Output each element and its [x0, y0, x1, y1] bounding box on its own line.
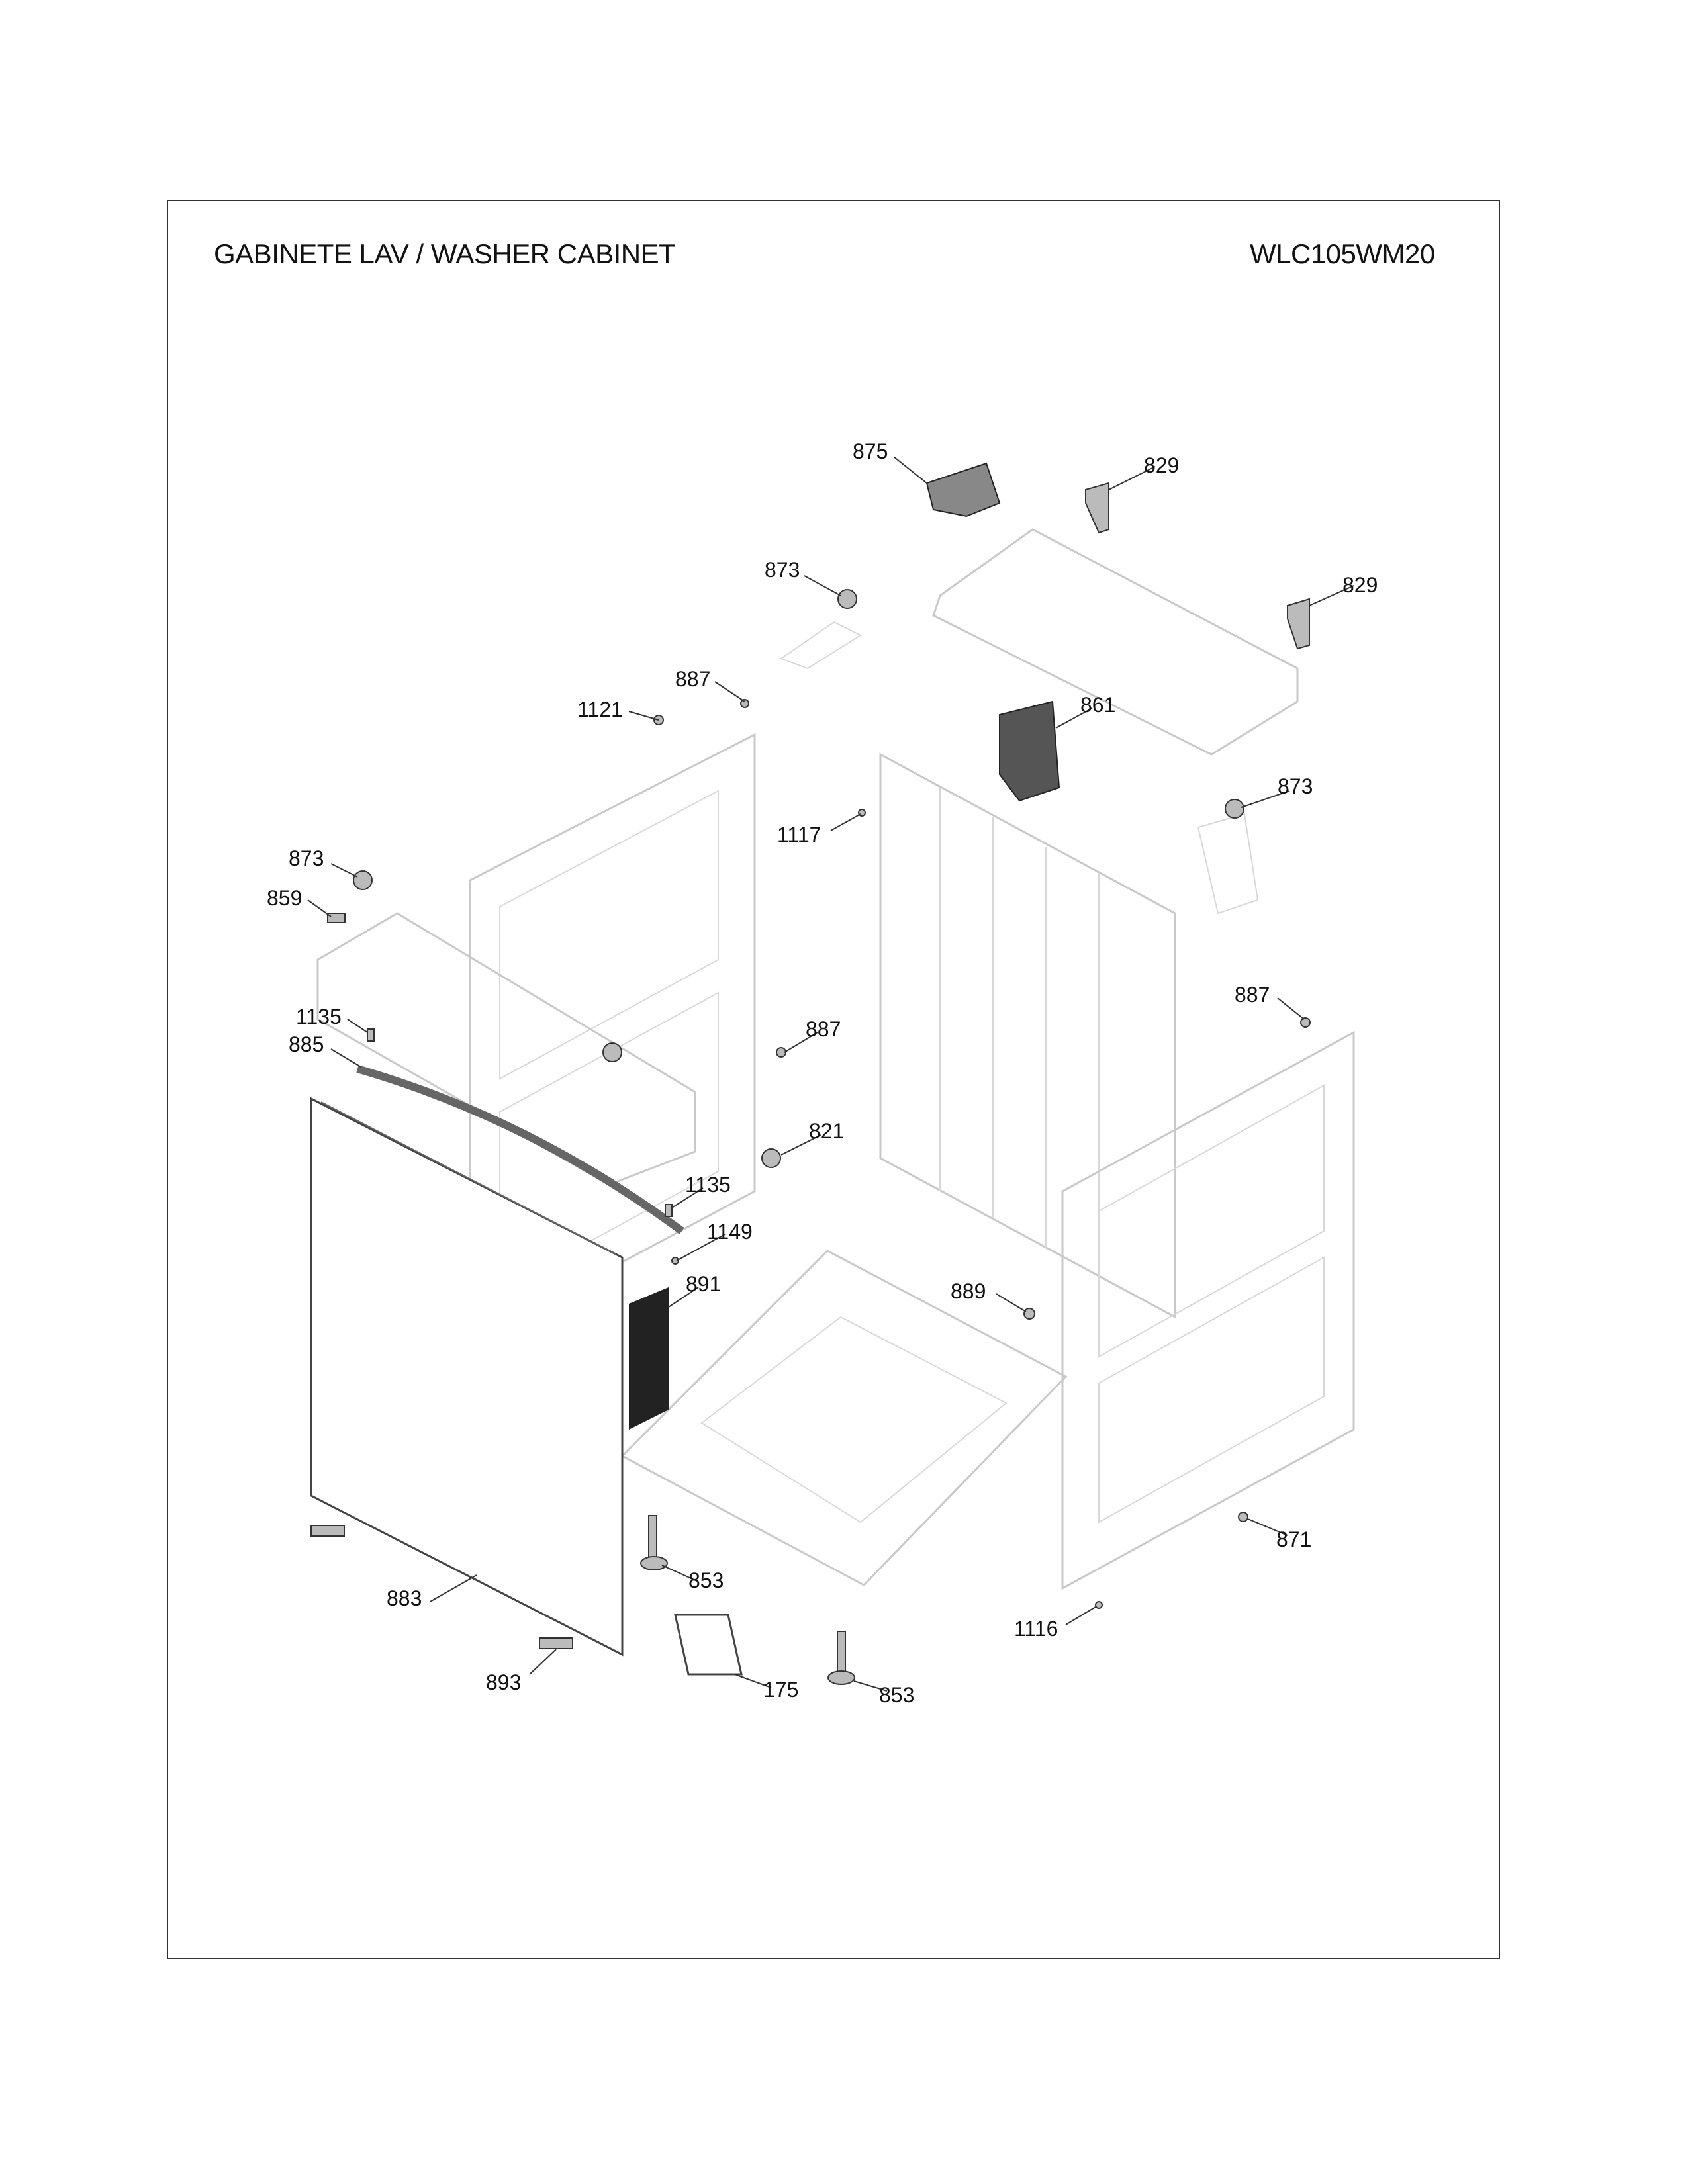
manual-175 — [674, 1614, 743, 1676]
callout-1149: 1149 — [707, 1220, 753, 1244]
callout-889: 889 — [951, 1279, 986, 1303]
front-panel-883 — [310, 1097, 624, 1657]
top-frame — [779, 528, 1299, 915]
callout-829: 829 — [1144, 453, 1179, 477]
callout-labels: 875 829 873 829 887 1121 861 1117 873 87… — [267, 439, 1378, 1707]
callout-829: 829 — [1342, 573, 1378, 597]
callout-883: 883 — [387, 1586, 422, 1610]
model-number: WLC105WM20 — [1250, 238, 1435, 269]
front-top-beam — [316, 912, 696, 1186]
callout-853: 853 — [688, 1569, 724, 1592]
part-875 — [925, 462, 1001, 518]
rear-panel — [879, 752, 1176, 1319]
right-side-panel — [1061, 1030, 1355, 1590]
callout-873: 873 — [289, 846, 324, 870]
callout-1121: 1121 — [577, 698, 623, 721]
callout-893: 893 — [486, 1670, 521, 1694]
insulation-891 — [629, 1287, 669, 1430]
page-title: GABINETE LAV / WASHER CABINET — [214, 238, 676, 269]
callout-871: 871 — [1276, 1527, 1311, 1551]
callout-887: 887 — [675, 667, 710, 691]
seal-strip-885 — [356, 1065, 684, 1234]
callout-875: 875 — [853, 439, 888, 463]
callout-853: 853 — [879, 1683, 914, 1707]
callout-1135: 1135 — [296, 1005, 342, 1028]
base — [620, 1250, 1068, 1586]
callout-885: 885 — [289, 1032, 324, 1056]
callout-891: 891 — [686, 1272, 721, 1296]
part-861 — [999, 700, 1060, 802]
leader-lines — [307, 456, 1354, 1692]
callout-873: 873 — [765, 558, 800, 582]
callout-821: 821 — [809, 1119, 844, 1143]
callout-1117: 1117 — [777, 823, 821, 846]
callout-887: 887 — [806, 1017, 841, 1041]
small-parts — [310, 589, 1311, 1685]
callout-1116: 1116 — [1014, 1617, 1058, 1641]
bracket-829 — [1287, 598, 1310, 650]
callout-1135: 1135 — [685, 1173, 731, 1197]
callout-861: 861 — [1080, 693, 1115, 717]
diagram-frame — [167, 200, 1500, 1959]
bracket-829 — [1085, 482, 1109, 534]
callout-887: 887 — [1235, 983, 1270, 1007]
callout-873: 873 — [1278, 774, 1313, 798]
callout-175: 175 — [763, 1678, 798, 1702]
callout-859: 859 — [267, 886, 302, 910]
